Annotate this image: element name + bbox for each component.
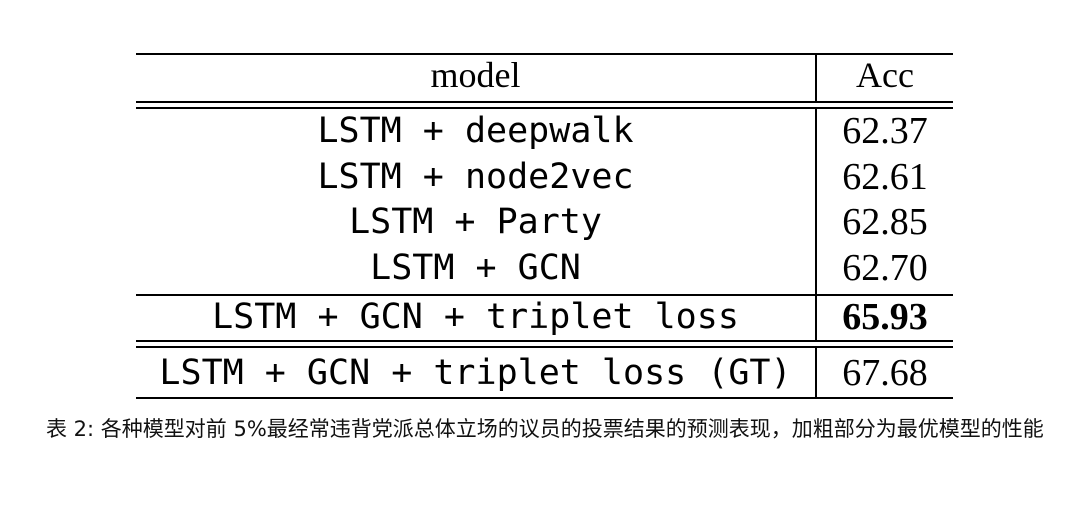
gt-model-cell: LSTM + GCN + triplet loss (GT)	[159, 353, 792, 393]
row-model-cell: LSTM + node2vec	[317, 157, 634, 197]
row-acc-cell: 62.61	[842, 156, 928, 198]
header-rule-upper	[136, 101, 953, 103]
header-model: model	[430, 55, 521, 95]
column-divider-body	[815, 107, 817, 342]
column-divider-header	[815, 53, 817, 103]
row-model-cell: LSTM + GCN	[370, 248, 581, 288]
row-acc-cell: 62.70	[842, 247, 928, 289]
header-rule-lower	[136, 107, 953, 109]
gt-rule-lower	[136, 346, 953, 348]
best-model-cell: LSTM + GCN + triplet loss	[212, 297, 739, 337]
column-divider-gt	[815, 346, 817, 399]
best-acc-cell: 65.93	[842, 296, 928, 338]
row-acc-cell: 62.85	[842, 201, 928, 243]
row-acc-cell: 62.37	[842, 110, 928, 152]
row-model-cell: LSTM + deepwalk	[317, 111, 634, 151]
header-acc: Acc	[856, 55, 914, 95]
row-model-cell: LSTM + Party	[349, 202, 602, 242]
gt-acc-cell: 67.68	[842, 352, 928, 394]
group-separator-rule	[136, 294, 953, 296]
table-top-rule	[136, 53, 953, 55]
table-caption: 表 2: 各种模型对前 5%最经常违背党派总体立场的议员的投票结果的预测表现，加…	[46, 417, 1044, 441]
table-bottom-rule	[136, 397, 953, 399]
gt-rule-upper	[136, 340, 953, 342]
